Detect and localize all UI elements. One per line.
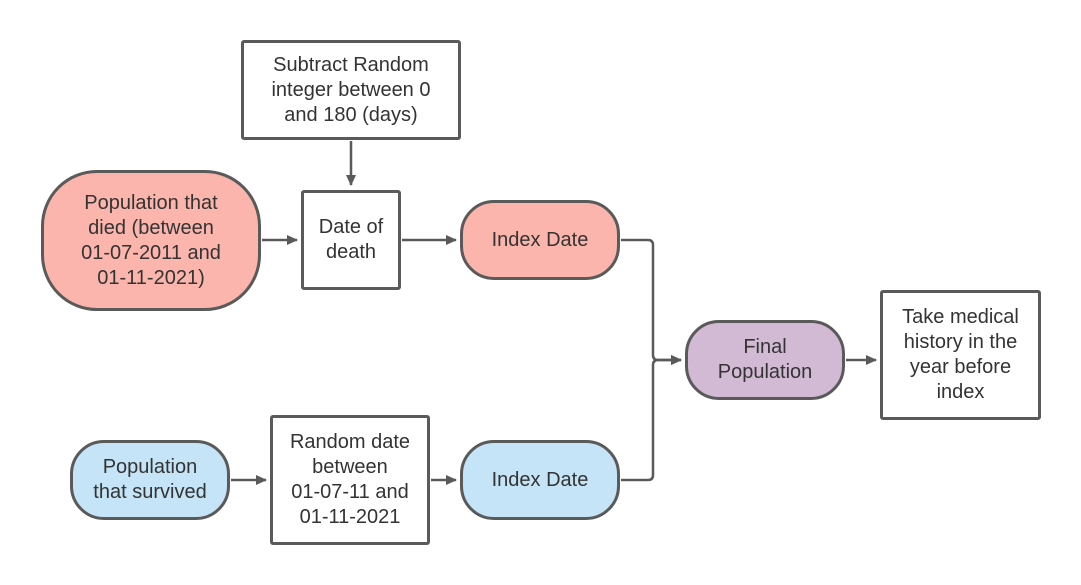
subtract-random-integer-box: Subtract Random integer between 0 and 18… — [241, 40, 461, 140]
node-text-line: Date of — [318, 216, 384, 238]
node-text-line: death — [325, 241, 377, 263]
random-date-box: Random date between 01-07-11 and 01-11-2… — [270, 415, 430, 545]
medical-history-box: Take medical history in the year before … — [880, 290, 1041, 420]
date-of-death-box: Date of death — [301, 190, 401, 290]
population-died-node: Population that died (between 01-07-2011… — [41, 170, 261, 311]
node-text-line: Take medical — [902, 306, 1019, 328]
node-text-line: 01-07-11 and — [291, 481, 409, 503]
node-text-line: 01-11-2021 — [299, 506, 401, 528]
node-text-line: 01-11-2021) — [97, 266, 205, 289]
node-text-line: history in the — [903, 331, 1018, 353]
population-survived-node: Population that survived — [70, 440, 230, 520]
node-text-line: died (between — [88, 216, 214, 239]
node-text-line: Index Date — [491, 228, 589, 251]
node-text-line: Final — [743, 336, 787, 358]
node-text-line: and 180 (days) — [284, 103, 418, 126]
index-date-survived-node: Index Date — [460, 440, 620, 520]
node-text-line: Subtract Random — [273, 53, 429, 76]
node-text-line: Random date — [289, 431, 411, 453]
node-text-line: between — [312, 456, 388, 478]
node-text-line: year before — [909, 356, 1012, 378]
node-text-line: Population that — [84, 191, 218, 214]
edge-index2-to-final — [621, 355, 682, 482]
final-population-node: Final Population — [685, 320, 845, 400]
node-text-line: 01-07-2011 and — [81, 241, 221, 264]
index-date-died-node: Index Date — [460, 200, 620, 280]
edge-index1-to-final — [621, 238, 682, 365]
node-text-line: Population — [102, 456, 198, 478]
node-text-line: that survived — [93, 481, 207, 503]
node-text-line: integer between 0 — [271, 78, 431, 101]
node-text-line: Index Date — [491, 468, 589, 491]
node-text-line: index — [936, 381, 985, 403]
node-text-line: Population — [717, 361, 813, 383]
